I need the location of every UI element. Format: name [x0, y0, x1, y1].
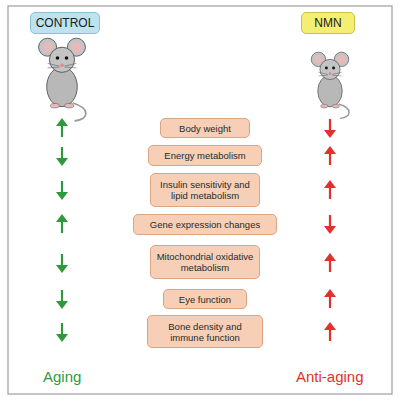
parameter-box: Energy metabolism [148, 145, 262, 166]
parameter-box: Mitochondrial oxidative metabolism [150, 245, 260, 279]
group-tag: NMN [301, 12, 355, 34]
mouse-inner-ear [71, 42, 81, 52]
up-arrow [329, 187, 331, 199]
down-arrow-head [56, 158, 68, 166]
down-arrow [61, 181, 63, 193]
down-arrow [61, 254, 63, 266]
mouse-eye [65, 56, 69, 60]
trend-arrows-nmn [324, 119, 336, 341]
box-text: Mitochondrial oxidative metabolism [155, 251, 255, 273]
up-arrow [61, 221, 63, 233]
box-text: Insulin sensitivity and lipid metabolism [155, 179, 255, 201]
box-text: Gene expression changes [150, 219, 260, 230]
mouse-inner-ear [43, 42, 53, 52]
text-stack: Gene expression changes [150, 219, 260, 230]
parameter-box: Body weight [160, 118, 250, 138]
parameter-box: Eye function [163, 289, 247, 309]
box-text: Eye function [179, 294, 231, 305]
down-arrow [329, 215, 331, 227]
mouse-body [318, 75, 342, 107]
mouse-illustration [39, 38, 86, 121]
down-arrow-head [56, 265, 68, 273]
down-arrow-head [324, 130, 336, 138]
outcome-label: Anti-aging [296, 368, 364, 385]
text-stack: Mitochondrial oxidative metabolism [155, 251, 255, 273]
up-arrow [61, 125, 63, 137]
box-text: CONTROL [36, 16, 95, 30]
group-tag: CONTROL [30, 12, 100, 34]
trend-arrows-control [56, 118, 68, 342]
frame-border [8, 6, 392, 394]
box-text: Body weight [179, 123, 231, 134]
mouse-illustration [311, 52, 349, 118]
mouse-foot [332, 104, 339, 108]
outcome-label: Aging [43, 368, 81, 385]
up-arrow-head [324, 253, 336, 261]
text-stack: Bone density and immune function [152, 321, 258, 343]
mouse-head [320, 59, 340, 79]
down-arrow [61, 323, 63, 335]
down-arrow [61, 147, 63, 159]
box-text: Energy metabolism [164, 150, 245, 161]
mouse-nose [329, 72, 332, 75]
mouse-tail [339, 104, 349, 118]
parameter-box: Gene expression changes [133, 214, 277, 235]
down-arrow-head [56, 301, 68, 309]
text-stack: Body weight [179, 123, 231, 134]
mouse-whiskers [318, 72, 341, 76]
text-stack: Eye function [179, 294, 231, 305]
parameter-box: Insulin sensitivity and lipid metabolism [150, 173, 260, 207]
text-stack: CONTROL [36, 16, 95, 30]
mouse-foot [50, 103, 59, 108]
down-arrow [329, 119, 331, 131]
mouse-head [49, 47, 74, 72]
mouse-eye [332, 67, 335, 70]
up-arrow-head [56, 118, 68, 126]
down-arrow-head [56, 334, 68, 342]
mouse-inner-ear [338, 55, 346, 63]
mouse-whiskers [48, 63, 77, 68]
up-arrow-head [324, 322, 336, 330]
text-stack: Energy metabolism [164, 150, 245, 161]
down-arrow [61, 290, 63, 302]
text-stack: NMN [314, 16, 341, 30]
up-arrow-head [56, 214, 68, 222]
up-arrow [329, 296, 331, 308]
box-text: NMN [314, 16, 341, 30]
mouse-nose [60, 63, 64, 67]
mouse-body [47, 67, 78, 107]
mouse-foot [321, 104, 328, 108]
mouse-tail [73, 103, 86, 121]
down-arrow-head [56, 192, 68, 200]
text-stack: Insulin sensitivity and lipid metabolism [155, 179, 255, 201]
up-arrow-head [324, 146, 336, 154]
mouse-eye [325, 67, 328, 70]
up-arrow-head [324, 180, 336, 188]
up-arrow-head [324, 289, 336, 297]
up-arrow [329, 329, 331, 341]
mouse-foot [65, 103, 74, 108]
mouse-inner-ear [315, 55, 323, 63]
up-arrow [329, 260, 331, 272]
up-arrow [329, 153, 331, 165]
down-arrow-head [324, 226, 336, 234]
parameter-box: Bone density and immune function [147, 315, 263, 348]
mouse-eye [56, 56, 60, 60]
box-text: Bone density and immune function [152, 321, 258, 343]
